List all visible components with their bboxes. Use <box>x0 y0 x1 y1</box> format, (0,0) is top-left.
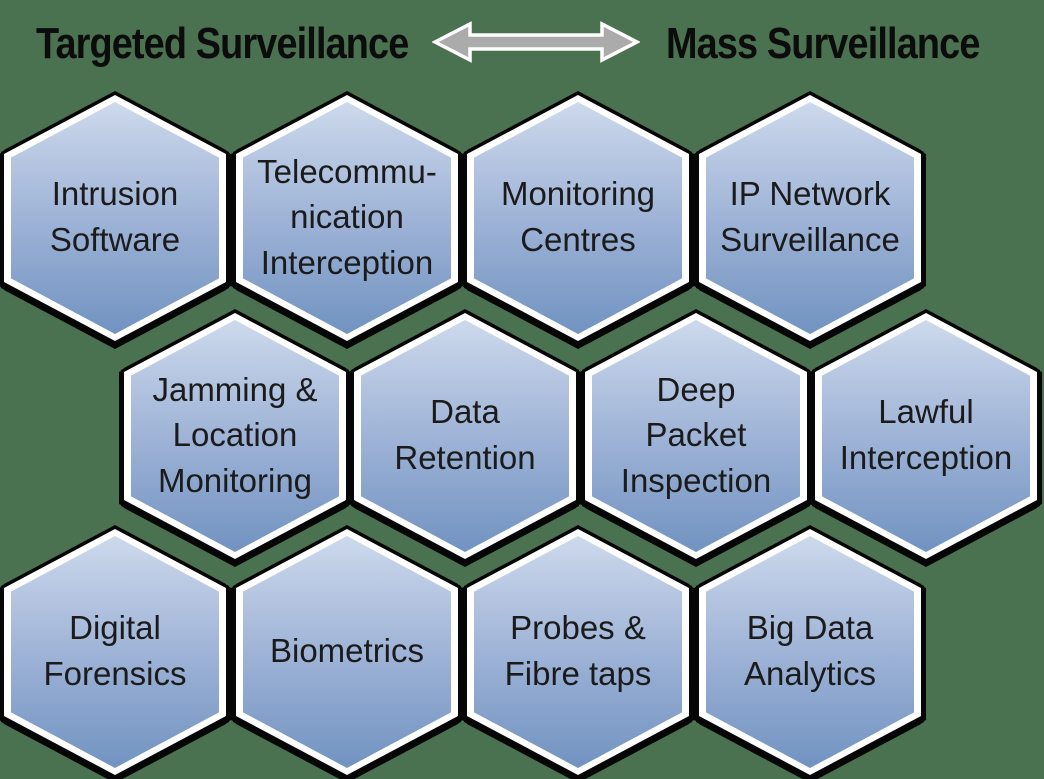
hexagon-fill: Data Retention <box>361 320 569 552</box>
hexagon-fill: Jamming & Location Monitoring <box>131 320 339 552</box>
hexagon-border: Telecommu- nication Interception <box>236 95 458 341</box>
hexagon-label: Jamming & Location Monitoring <box>152 370 318 499</box>
hexagon-fill: Digital Forensics <box>11 536 219 768</box>
hexagon-label: Digital Forensics <box>43 609 187 692</box>
hexagon-jamming-location-monitoring: Jamming & Location Monitoring <box>124 313 346 559</box>
hexagon-fill: Intrusion Software <box>11 102 219 334</box>
hexagon-deep-packet-inspection: Deep Packet Inspection <box>585 313 807 559</box>
hexagon-label: Big Data Analytics <box>743 609 877 692</box>
hexagon-border: IP Network Surveillance <box>699 95 921 341</box>
hexagon-border: Monitoring Centres <box>467 95 689 341</box>
hexagon-lawful-interception: Lawful Interception <box>815 313 1037 559</box>
hexagon-fill: Biometrics <box>243 536 451 768</box>
hexagon-border: Biometrics <box>236 529 458 775</box>
hexagon-monitoring-centres: Monitoring Centres <box>467 95 689 341</box>
hexagon-fill: IP Network Surveillance <box>706 102 914 334</box>
hexagon-border: Big Data Analytics <box>699 529 921 775</box>
hexagon-border: Probes & Fibre taps <box>467 529 689 775</box>
hexagon-label: Monitoring Centres <box>500 175 656 258</box>
hexagon-telecommunication-interception: Telecommu- nication Interception <box>236 95 458 341</box>
hexagon-label: Data Retention <box>394 393 536 476</box>
left-right-arrow-icon <box>432 21 640 63</box>
hexagon-fill: Lawful Interception <box>822 320 1030 552</box>
hexagon-fill: Big Data Analytics <box>706 536 914 768</box>
hexagon-fill: Deep Packet Inspection <box>592 320 800 552</box>
hexagon-ip-network-surveillance: IP Network Surveillance <box>699 95 921 341</box>
hexagon-label: Biometrics <box>269 632 425 670</box>
hexagon-label: Intrusion Software <box>49 175 181 258</box>
hexagon-label: Probes & Fibre taps <box>504 609 652 692</box>
hexagon-border: Data Retention <box>354 313 576 559</box>
hexagon-border: Digital Forensics <box>4 529 226 775</box>
hexagon-border: Lawful Interception <box>815 313 1037 559</box>
hexagon-biometrics: Biometrics <box>236 529 458 775</box>
hexagon-border: Jamming & Location Monitoring <box>124 313 346 559</box>
hexagon-probes-fibre-taps: Probes & Fibre taps <box>467 529 689 775</box>
mass-surveillance-title: Mass Surveillance <box>666 19 980 68</box>
hexagon-border: Deep Packet Inspection <box>585 313 807 559</box>
hexagon-intrusion-software: Intrusion Software <box>4 95 226 341</box>
hexagon-big-data-analytics: Big Data Analytics <box>699 529 921 775</box>
hexagon-label: IP Network Surveillance <box>720 175 900 258</box>
hexagon-digital-forensics: Digital Forensics <box>4 529 226 775</box>
hexagon-label: Telecommu- nication Interception <box>257 152 437 281</box>
hexagon-data-retention: Data Retention <box>354 313 576 559</box>
hexagon-label: Lawful Interception <box>839 393 1013 476</box>
hexagon-border: Intrusion Software <box>4 95 226 341</box>
hexagon-label: Deep Packet Inspection <box>620 370 772 499</box>
hexagon-fill: Probes & Fibre taps <box>474 536 682 768</box>
hexagon-fill: Monitoring Centres <box>474 102 682 334</box>
targeted-surveillance-title: Targeted Surveillance <box>36 19 409 68</box>
hexagon-fill: Telecommu- nication Interception <box>243 102 451 334</box>
